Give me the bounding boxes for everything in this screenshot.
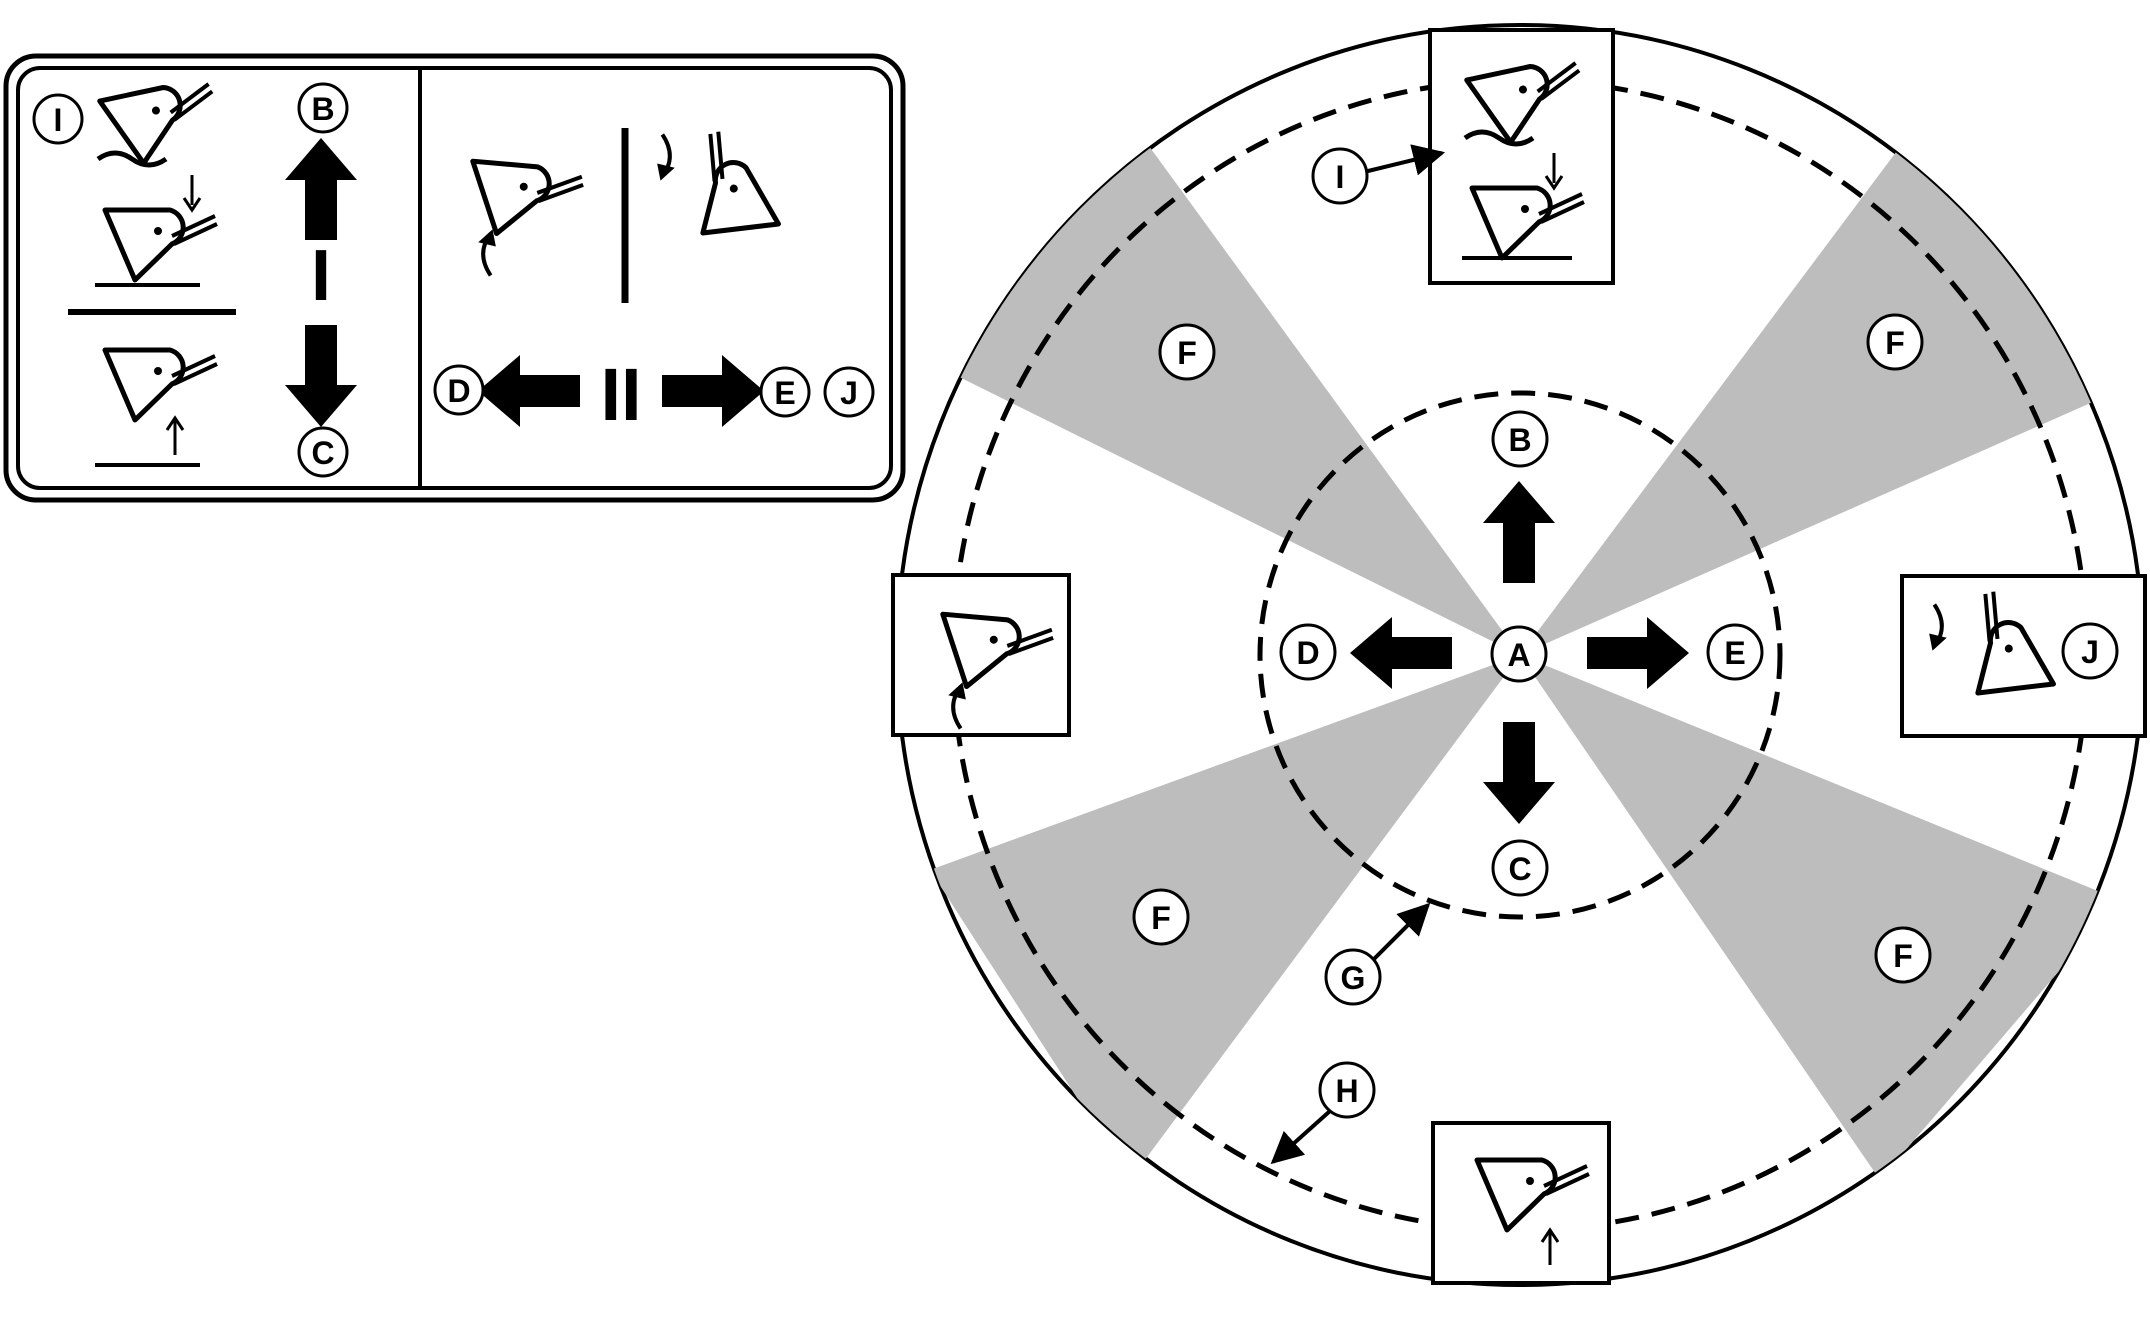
callout-f-upper-left: F	[1158, 323, 1216, 381]
shaded-zones	[930, 120, 2120, 1180]
svg-text:F: F	[1893, 938, 1913, 974]
arrow-right-icon	[662, 355, 764, 427]
svg-text:B: B	[311, 91, 334, 127]
leader-line-i	[1363, 144, 1446, 176]
decal-panel: I II I B	[3, 53, 906, 503]
svg-text:C: C	[311, 435, 334, 471]
svg-text:E: E	[1724, 635, 1745, 671]
callout-f-lower-right: F	[1874, 926, 1932, 984]
bucket-lower-icon	[1462, 153, 1584, 258]
callout-c: C	[297, 426, 349, 478]
callout-j: J	[823, 366, 875, 418]
callout-j: J	[2061, 622, 2119, 680]
svg-text:I: I	[54, 102, 63, 138]
leader-line-h	[1270, 1109, 1332, 1165]
callout-d: D	[1279, 623, 1337, 681]
callout-i: I	[1311, 147, 1369, 205]
bucket-dump-icon	[662, 127, 779, 259]
bucket-raise-icon	[1477, 1160, 1589, 1265]
callout-d: D	[433, 364, 485, 416]
arrow-up-icon	[285, 138, 357, 240]
svg-text:F: F	[1151, 900, 1171, 936]
zone-upper-left	[935, 120, 1520, 655]
svg-text:B: B	[1508, 422, 1531, 458]
svg-text:D: D	[1296, 635, 1319, 671]
inner-dashed-boundary	[1257, 390, 1783, 920]
callout-e: E	[1706, 623, 1764, 681]
callout-a: A	[1490, 625, 1548, 683]
left-symbol-box	[891, 573, 1071, 737]
svg-text:G: G	[1341, 960, 1366, 996]
svg-text:J: J	[2081, 634, 2099, 670]
pattern-i-label: I	[311, 236, 331, 316]
callout-c: C	[1491, 839, 1549, 897]
svg-text:F: F	[1885, 325, 1905, 361]
svg-text:J: J	[840, 375, 858, 411]
bucket-raise-and-lower-icon	[1463, 57, 1591, 149]
zone-lower-right	[1520, 655, 2120, 1180]
callout-b: B	[297, 82, 349, 134]
top-symbol-box	[1428, 28, 1615, 285]
svg-text:C: C	[1508, 851, 1531, 887]
svg-text:I: I	[1336, 159, 1345, 195]
zone-upper-right	[1520, 120, 2120, 655]
bucket-raise-icon	[95, 350, 217, 467]
bottom-symbol-box	[1431, 1121, 1611, 1285]
svg-text:D: D	[447, 373, 470, 409]
callout-f-lower-left: F	[1132, 888, 1190, 946]
svg-text:A: A	[1507, 637, 1530, 673]
svg-text:F: F	[1177, 335, 1197, 371]
leader-line-g	[1368, 902, 1431, 965]
callout-g: G	[1324, 948, 1382, 1006]
callout-i: I	[32, 93, 84, 145]
bucket-raise-and-lower-icon	[96, 78, 224, 170]
svg-text:H: H	[1335, 1073, 1358, 1109]
callout-b: B	[1491, 410, 1549, 468]
arrow-down-icon	[285, 325, 357, 427]
callout-f-upper-right: F	[1866, 313, 1924, 371]
callout-h: H	[1318, 1061, 1376, 1119]
bucket-lower-icon	[95, 175, 217, 287]
dump-arrow-icon	[645, 132, 686, 186]
callout-e: E	[759, 366, 811, 418]
bucket-curl-icon	[467, 161, 585, 278]
svg-text:E: E	[774, 375, 795, 411]
arrow-left-icon	[478, 355, 580, 427]
pattern-ii-label: II	[600, 353, 641, 436]
zone-lower-left	[930, 655, 1520, 1180]
control-diagram: A B C D E F F F	[891, 23, 2147, 1287]
